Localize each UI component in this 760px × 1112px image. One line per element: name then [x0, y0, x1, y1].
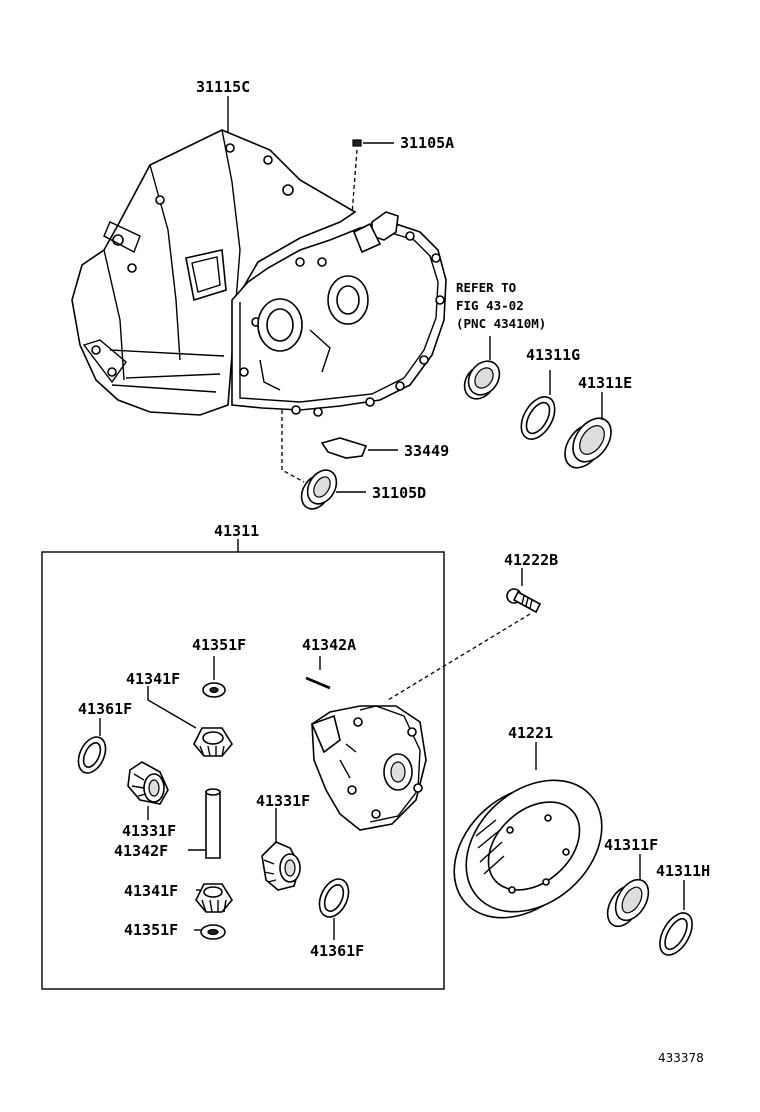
- label-washer-bottom: 41351F: [124, 921, 178, 939]
- label-pin: 41342A: [302, 636, 356, 654]
- label-pinion-bottom: 41341F: [124, 882, 178, 900]
- shim-41311H-drawing: [659, 912, 693, 956]
- bearing-41311F-drawing: [606, 878, 650, 928]
- bolt-drawing: [506, 588, 542, 614]
- shim-41311G-drawing: [520, 396, 556, 440]
- differential-case-drawing: [310, 705, 427, 831]
- label-refer-line1: REFER TO: [456, 280, 516, 295]
- label-shaft: 41342F: [114, 842, 168, 860]
- figure-number: 433378: [658, 1051, 704, 1065]
- label-bolt: 41222B: [504, 551, 558, 569]
- pin-drawing: [305, 676, 331, 690]
- plate-33449-drawing: [320, 437, 368, 459]
- label-bearing-upper: 41311E: [578, 374, 632, 392]
- seal-31105D-drawing: [300, 469, 338, 510]
- side-washer-right-drawing: [318, 878, 350, 918]
- ring-gear-drawing: [453, 779, 603, 919]
- label-side-washer-left: 41361F: [78, 700, 132, 718]
- label-bearing-lower: 41311F: [604, 836, 658, 854]
- label-seal: 31105D: [372, 484, 426, 502]
- label-washer-top: 41351F: [192, 636, 246, 654]
- label-side-gear-left: 41331F: [122, 822, 176, 840]
- label-shim-upper: 41311G: [526, 346, 580, 364]
- side-gear-right-drawing: [261, 841, 301, 891]
- side-washer-left-drawing: [77, 736, 107, 774]
- label-plug: 31105A: [400, 134, 454, 152]
- pinion-top-drawing: [193, 727, 233, 757]
- label-ring-gear: 41221: [508, 724, 553, 742]
- label-plate: 33449: [404, 442, 449, 460]
- label-diff-assy: 41311: [214, 522, 259, 540]
- label-shim-lower: 41311H: [656, 862, 710, 880]
- label-side-gear-right: 41331F: [256, 792, 310, 810]
- label-housing: 31115C: [196, 78, 250, 96]
- differential-assembly-box: [41, 551, 445, 990]
- side-gear-left-drawing: [127, 761, 169, 805]
- refer-bearing-drawing: [463, 360, 501, 400]
- label-refer-line2: FIG 43-02: [456, 298, 524, 313]
- plug-drawing: [352, 139, 362, 147]
- label-refer-line3: (PNC 43410M): [456, 316, 546, 331]
- label-side-washer-right: 41361F: [310, 942, 364, 960]
- bearing-41311E-drawing: [564, 417, 612, 469]
- transaxle-housing-drawing: [71, 129, 447, 417]
- label-pinion-top: 41341F: [126, 670, 180, 688]
- shaft-drawing: [205, 791, 221, 859]
- pinion-bottom-drawing: [195, 883, 233, 913]
